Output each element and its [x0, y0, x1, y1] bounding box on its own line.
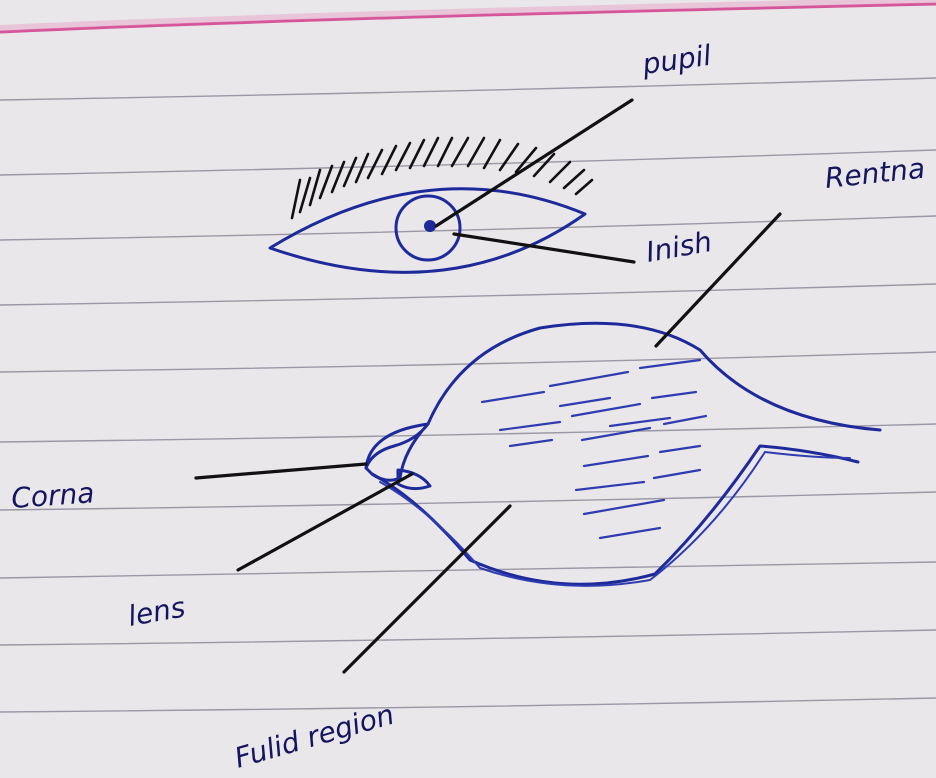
- pupil-dot: [424, 220, 436, 232]
- label-cornea: Corna: [10, 476, 95, 515]
